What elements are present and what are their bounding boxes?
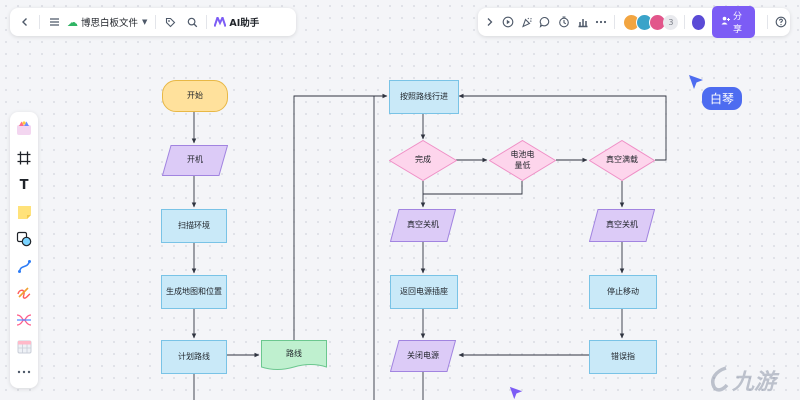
play-presentation-icon[interactable] (499, 11, 518, 33)
more-icon[interactable] (592, 11, 611, 33)
chevron-right-icon[interactable] (480, 11, 499, 33)
watermark-text: 九游 (732, 370, 777, 395)
vote-icon[interactable] (573, 11, 592, 33)
divider (767, 15, 769, 29)
ai-logo-icon (214, 17, 227, 27)
node-label: 按照路线行进 (400, 91, 448, 101)
connector-icon[interactable] (14, 256, 34, 276)
tag-icon[interactable] (159, 11, 181, 33)
node-label: 开机 (187, 155, 203, 165)
diamond-shape (489, 140, 556, 181)
divider (206, 15, 208, 29)
divider (39, 15, 40, 29)
template-icon[interactable] (14, 118, 34, 138)
power-on-node[interactable]: 开机 (162, 145, 228, 176)
node-label: 路线 (286, 349, 302, 359)
avatar-count-badge: 3 (663, 14, 679, 30)
document-shape (261, 340, 327, 370)
search-icon[interactable] (181, 11, 203, 33)
node-label: 完成 (415, 155, 431, 165)
help-icon[interactable] (771, 11, 790, 33)
return-dock-node[interactable]: 返回电源插座 (390, 275, 458, 309)
more-tools-icon[interactable] (14, 362, 34, 382)
cloud-sync-icon: ☁ (67, 15, 78, 29)
collaborator-cursor-icon (689, 75, 703, 89)
collaborator-cursor-icon (509, 386, 523, 400)
celebrate-icon[interactable] (517, 11, 536, 33)
battery-low-decision[interactable]: 电池电量低 (489, 140, 556, 181)
done-decision[interactable]: 完成 (389, 140, 457, 181)
share-label: 分享 (733, 12, 743, 35)
table-icon[interactable] (14, 337, 34, 357)
scan-node[interactable]: 扫描环境 (161, 209, 227, 243)
node-label: 关闭电源 (407, 350, 439, 360)
current-user-avatar[interactable] (691, 13, 706, 31)
map-node[interactable]: 生成地图和位置 (161, 275, 227, 309)
divider (155, 15, 157, 29)
document-title: 博思白板文件 (81, 18, 139, 29)
collaborator-avatars[interactable]: 3 (621, 13, 679, 31)
frame-icon[interactable] (14, 148, 34, 168)
pen-icon[interactable] (14, 283, 34, 303)
top-toolbar-left: ☁ 博思白板文件 ▼ AI助手 (10, 8, 296, 36)
follow-route-node[interactable]: 按照路线行进 (389, 80, 459, 114)
error-node[interactable]: 错误指 (589, 340, 657, 374)
stop-moving-node[interactable]: 停止移动 (589, 275, 657, 309)
ai-assistant-button[interactable]: AI助手 (214, 15, 259, 29)
start-node[interactable]: 开始 (162, 80, 228, 112)
ai-assistant-label: AI助手 (229, 18, 260, 29)
node-label: 真空关机 (407, 220, 439, 230)
share-button[interactable]: 分享 (712, 6, 756, 38)
plan-node[interactable]: 计划路线 (161, 340, 227, 374)
node-label: 停止移动 (607, 286, 639, 296)
parallelogram-shape (390, 340, 456, 372)
top-toolbar-right: 3 分享 (478, 6, 790, 38)
diamond-shape (589, 140, 655, 181)
node-label: 返回电源插座 (400, 286, 448, 296)
node-label: 电池电量低 (510, 150, 535, 170)
sticky-note-icon[interactable] (14, 202, 34, 222)
connector[interactable] (423, 181, 523, 195)
node-label: 计划路线 (178, 351, 210, 361)
divider (613, 15, 615, 29)
hamburger-icon[interactable] (43, 11, 65, 33)
shape-icon[interactable] (14, 229, 34, 249)
text-icon[interactable]: T (19, 177, 29, 193)
node-label: 真空满载 (606, 155, 638, 165)
timer-icon[interactable] (555, 11, 574, 33)
chevron-down-icon: ▼ (142, 18, 148, 26)
watermark-swoosh-icon (711, 366, 729, 392)
vacuum-full-decision[interactable]: 真空满载 (589, 140, 655, 181)
diamond-shape (389, 140, 457, 181)
power-off-node[interactable]: 关闭电源 (390, 340, 456, 372)
left-toolbar: T (10, 112, 38, 388)
comment-icon[interactable] (536, 11, 555, 33)
node-label: 真空关机 (606, 220, 638, 230)
node-label: 生成地图和位置 (166, 286, 222, 296)
route-node[interactable]: 路线 (261, 340, 327, 372)
connector[interactable] (458, 93, 667, 161)
node-label: 开始 (187, 90, 203, 100)
connector[interactable] (293, 93, 388, 340)
document-title-dropdown[interactable]: ☁ 博思白板文件 ▼ (67, 15, 148, 30)
vacuum-off-node-2[interactable]: 真空关机 (589, 209, 655, 242)
node-label: 扫描环境 (178, 220, 210, 230)
chevron-left-icon[interactable] (14, 11, 36, 33)
node-label: 错误指 (611, 351, 635, 361)
add-user-icon (721, 16, 730, 28)
vacuum-off-node-1[interactable]: 真空关机 (390, 209, 456, 242)
mindmap-icon[interactable] (14, 310, 34, 330)
divider (684, 15, 686, 29)
watermark-logo: 九游 (706, 360, 800, 400)
collaborator-name-tag: 白琴 (702, 87, 743, 110)
parallelogram-shape (162, 145, 228, 176)
parallelogram-shape (589, 209, 655, 242)
parallelogram-shape (390, 209, 456, 242)
